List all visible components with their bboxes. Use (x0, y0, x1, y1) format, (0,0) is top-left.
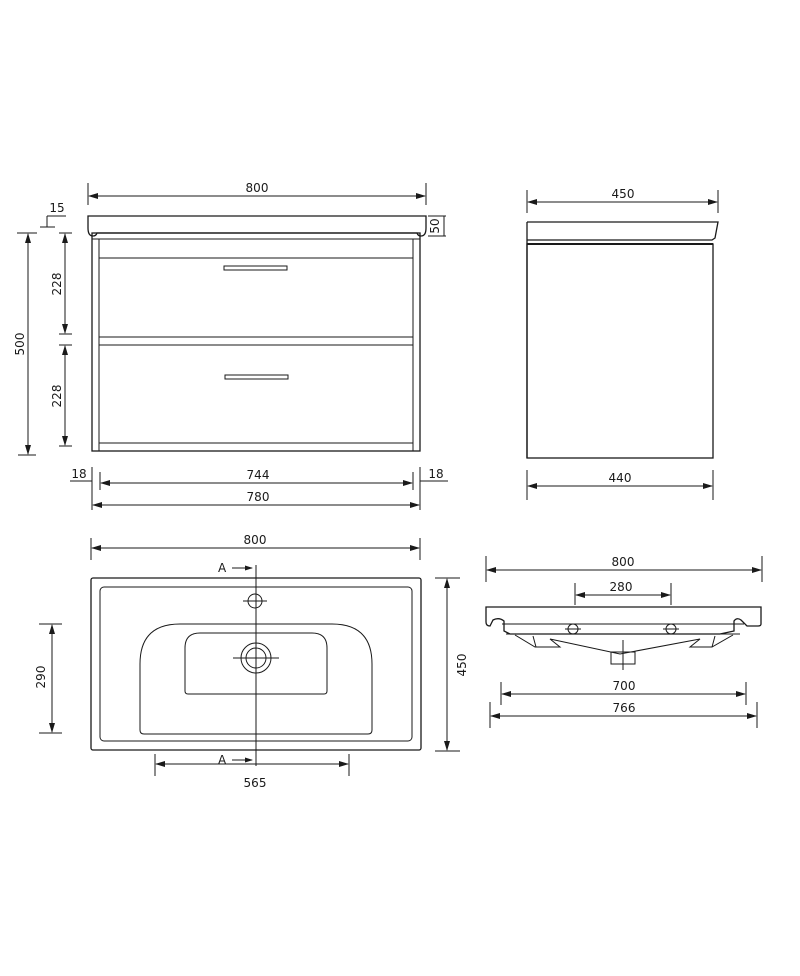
dim-label: 280 (610, 580, 633, 594)
dim-front-width: 800 (87, 181, 427, 205)
dim-label: 800 (612, 555, 635, 569)
dim-label: 290 (34, 666, 48, 689)
dim-basin-width: 800 (90, 533, 421, 560)
dim-under-width: 700 (500, 679, 747, 705)
basin-top-view: 800 A A 290 450 (34, 533, 469, 790)
dim-body-width: 766 (489, 701, 758, 728)
dim-label: 440 (609, 471, 632, 485)
dim-bottom-widths: 18 18 744 780 (70, 467, 448, 510)
dim-drawer-upper: 228 (50, 232, 72, 335)
dim-label: 800 (244, 533, 267, 547)
side-countertop (527, 221, 719, 241)
drawer-lower (99, 344, 413, 444)
dim-label: 766 (613, 701, 636, 715)
dim-label: 228 (50, 273, 64, 296)
dim-label: 780 (247, 490, 270, 504)
dim-label: 744 (247, 468, 270, 482)
dim-top-thickness: 50 (428, 215, 446, 237)
dim-label: 565 (244, 776, 267, 790)
section-label: A (218, 753, 227, 767)
basin-section-profile (485, 606, 762, 635)
dim-label: 15 (49, 201, 64, 215)
dim-label: 18 (71, 467, 86, 481)
dim-label: 500 (13, 333, 27, 356)
dim-bowl-width: 565 (154, 754, 350, 790)
front-view: 800 50 (13, 181, 448, 510)
dim-label: 228 (50, 385, 64, 408)
dim-label: 50 (428, 218, 442, 233)
dim-top-lip: 15 (40, 201, 66, 228)
dim-side-top: 450 (526, 187, 719, 213)
dim-label: 700 (613, 679, 636, 693)
dim-drawer-lower: 228 (50, 344, 72, 447)
drawer-upper (99, 257, 413, 338)
drawer-handle-icon (223, 265, 288, 271)
dim-label: 18 (428, 467, 443, 481)
dim-label: 450 (612, 187, 635, 201)
dim-bowl-depth: 290 (34, 623, 62, 734)
dim-label: 450 (455, 654, 469, 677)
basin-bowl (139, 623, 373, 735)
drawer-handle-icon (224, 374, 289, 380)
side-view: 450 440 (526, 187, 719, 500)
dim-total-height: 500 (13, 232, 37, 456)
dim-label: 800 (246, 181, 269, 195)
dim-section-width: 800 (485, 555, 763, 582)
basin-section-view: 800 280 700 766 (485, 555, 763, 728)
side-cabinet (526, 243, 714, 459)
dim-tap-spacing: 280 (574, 580, 672, 605)
dim-basin-depth: 450 (435, 577, 469, 752)
section-label: A (218, 561, 227, 575)
cabinet-carcass (91, 232, 421, 452)
dim-side-bottom: 440 (526, 470, 714, 500)
